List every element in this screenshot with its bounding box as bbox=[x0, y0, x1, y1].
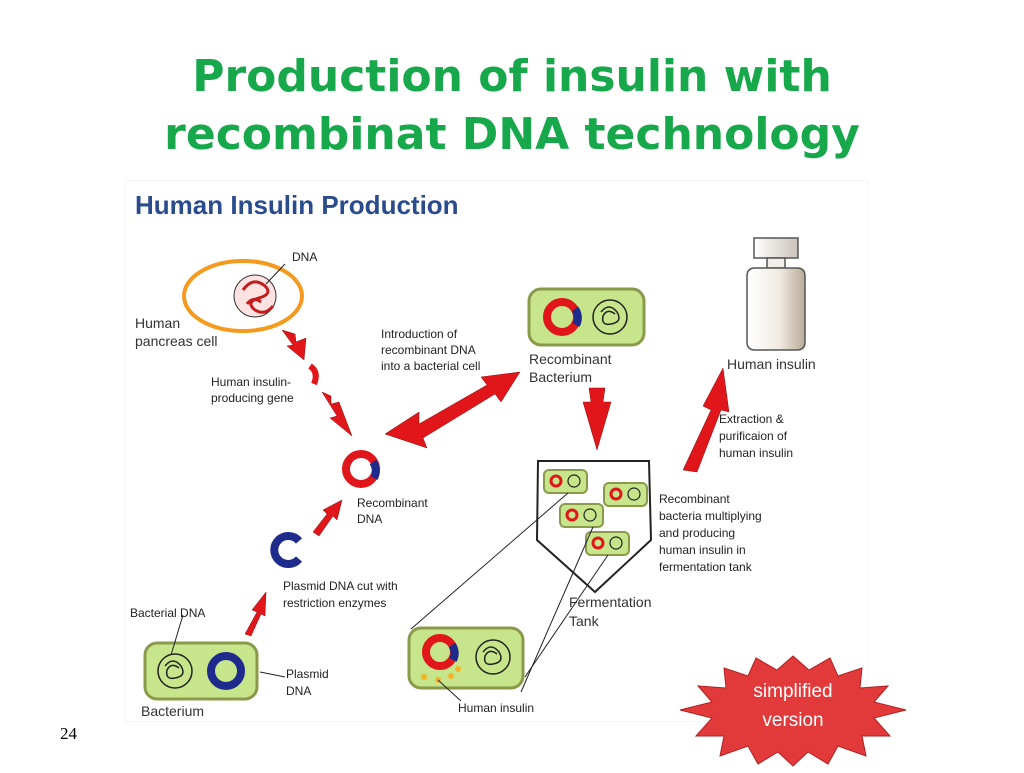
insulin-production-diagram: Human Insulin Production DNA Human pancr… bbox=[125, 180, 868, 722]
fermentation-tank-label-2: Tank bbox=[569, 613, 600, 629]
fermentation-tank bbox=[535, 460, 653, 594]
plasmid-label-2: DNA bbox=[286, 684, 311, 698]
bacterium-label: Bacterium bbox=[141, 703, 204, 719]
extract-label-2: purificaion of bbox=[719, 429, 788, 443]
multiply-label-1: Recombinant bbox=[659, 492, 730, 506]
arrow-to-human-insulin bbox=[682, 367, 730, 473]
tank-bacterium-1 bbox=[543, 469, 588, 494]
plasmid-cut-label-2: restriction enzymes bbox=[283, 596, 386, 610]
slide-title-line-1: Production of insulin with bbox=[192, 51, 832, 102]
multiply-label-3: and producing bbox=[659, 526, 735, 540]
recombinant-bacterium-label-2: Bacterium bbox=[529, 369, 592, 385]
tank-bacterium-4 bbox=[585, 531, 630, 556]
recombinant-bacterium bbox=[527, 287, 646, 347]
intro-label-2: recombinant DNA bbox=[381, 343, 476, 357]
fermentation-tank-label-1: Fermentation bbox=[569, 594, 651, 610]
arrow-gene-to-recombinant-dna bbox=[321, 391, 353, 437]
tank-bacterium-2 bbox=[603, 482, 648, 507]
badge-line-1: simplified bbox=[753, 681, 832, 702]
recombinant-dna-label-1: Recombinant bbox=[357, 496, 428, 510]
slide-title-line-2: recombinat DNA technology bbox=[164, 109, 860, 160]
dna-label: DNA bbox=[292, 250, 317, 264]
multiply-label-4: human insulin in bbox=[659, 543, 746, 557]
human-insulin-bottom-label: Human insulin bbox=[458, 701, 534, 715]
arrow-plasmid-to-recombinant bbox=[312, 499, 343, 537]
badge-line-2: version bbox=[762, 710, 823, 731]
plasmid-cut-label-1: Plasmid DNA cut with bbox=[283, 579, 398, 593]
cut-plasmid bbox=[270, 532, 303, 568]
recombinant-dna-label-2: DNA bbox=[357, 512, 382, 526]
insulin-producing-bacterium bbox=[407, 626, 525, 690]
human-pancreas-cell bbox=[182, 259, 304, 333]
arrow-bacterium-to-plasmid bbox=[244, 591, 267, 637]
multiply-label-5: fermentation tank bbox=[659, 560, 753, 574]
human-insulin-label: Human insulin bbox=[727, 356, 816, 372]
slide-title: Production of insulin with recombinat DN… bbox=[0, 48, 1024, 164]
insulin-bottle-icon bbox=[746, 237, 806, 351]
recombinant-dna-ring bbox=[342, 450, 380, 488]
arrow-to-fermentation-tank bbox=[582, 387, 612, 451]
human-pancreas-cell-label-2: pancreas cell bbox=[135, 333, 218, 349]
intro-label-3: into a bacterial cell bbox=[381, 359, 480, 373]
multiply-label-2: bacteria multiplying bbox=[659, 509, 762, 523]
intro-label-1: Introduction of bbox=[381, 327, 458, 341]
extract-label-3: human insulin bbox=[719, 446, 793, 460]
page-number: 24 bbox=[60, 724, 77, 743]
arrow-to-recombinant-bacterium bbox=[384, 371, 521, 449]
extract-label-1: Extraction & bbox=[719, 412, 784, 426]
bacterial-dna-label: Bacterial DNA bbox=[130, 606, 205, 620]
simplified-version-badge: simplified version bbox=[668, 652, 918, 768]
gene-label-1: Human insulin- bbox=[211, 375, 291, 389]
recombinant-bacterium-label-1: Recombinant bbox=[529, 351, 612, 367]
human-pancreas-cell-label-1: Human bbox=[135, 315, 180, 331]
figure-title: Human Insulin Production bbox=[135, 190, 459, 220]
insulin-gene-fragment bbox=[308, 363, 319, 386]
arrow-cell-to-gene bbox=[281, 329, 307, 361]
starburst-shape bbox=[679, 655, 907, 767]
gene-label-2: producing gene bbox=[211, 391, 294, 405]
plasmid-label-1: Plasmid bbox=[286, 667, 329, 681]
tank-bacterium-3 bbox=[559, 503, 604, 528]
bacterium bbox=[143, 641, 259, 701]
